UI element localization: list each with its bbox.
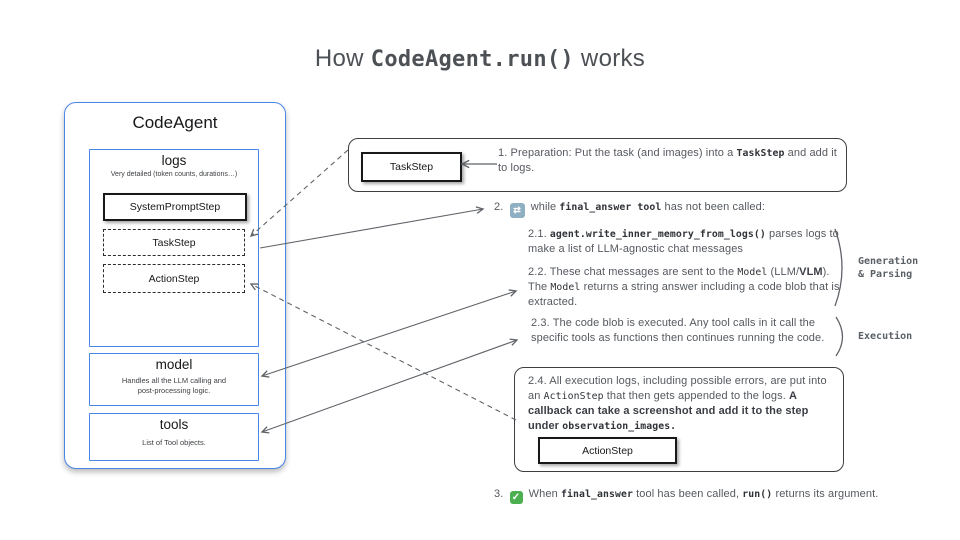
step24-actionstep-chip: ActionStep [538,437,677,464]
arrow-logs-to-step2 [259,206,485,249]
logs-step-label: TaskStep [152,236,196,249]
step3-row: 3. ✓ When final_answer tool has been cal… [494,488,878,504]
logs-subtitle: Very detailed (token counts, durations…) [110,171,238,178]
step3-number: 3. [494,488,507,500]
title-code: CodeAgent.run() [370,47,574,72]
step2-number: 2. [494,201,504,213]
step2-text-part: has not been called: [661,201,766,213]
step24-box: 2.4. All execution logs, including possi… [514,367,844,472]
step22-text-part: returns a string answer including a code… [528,281,840,308]
logs-step-systempromptstep: SystemPromptStep [103,193,247,221]
logs-box: logs Very detailed (token counts, durati… [89,149,259,347]
step24-code-actionstep: ActionStep [543,391,604,402]
step1-taskstep-chip: TaskStep [361,152,462,182]
step22-text: 2.2. These chat messages are sent to the… [528,265,843,310]
step21-text-part: parses logs to make a list of LLM-agnost… [528,228,839,255]
model-subtitle-line1: Handles all the LLM calling and [121,376,227,385]
step22-bold-part: VLM [799,266,823,278]
codeagent-panel: CodeAgent logs Very detailed (token coun… [64,102,286,469]
logs-step-actionstep: ActionStep [103,264,245,293]
step1-text-part: 1. Preparation: Put the task (and images… [498,147,737,159]
title-prefix: How [314,45,371,72]
generation-parsing-label: Generation & Parsing [858,255,918,281]
execution-label: Execution [858,330,912,343]
logs-step-label: ActionStep [148,272,200,285]
step2-row: 2. ⇄ while final_answer tool has not bee… [494,201,765,218]
step21-text-part: 2.1. [528,228,550,240]
step2-text-part: while [530,201,560,213]
step2-code: final_answer tool [559,202,662,213]
logs-step-taskstep: TaskStep [103,229,245,256]
step1-text-part: and add it to logs. [498,147,837,174]
arrow-dashed-step24-to-logs-actionstep [249,283,517,421]
codeagent-panel-title: CodeAgent [132,113,218,132]
step22-text-part: ). The [528,266,830,293]
step21-text: 2.1. agent.write_inner_memory_from_logs(… [528,227,846,257]
step3-text-part: returns its argument. [772,488,879,500]
step3-code-final-answer: final_answer [560,489,633,500]
model-subtitle-line2: post-processing logic. [137,386,211,395]
step24-code-observation-images: observation_images. [562,421,677,432]
page-title: How CodeAgent.run() works [0,45,960,73]
step23-text-part: 2.3. The code blob is executed. Any tool… [531,317,825,344]
step1-box: TaskStep 1. Preparation: Put the task (a… [348,138,847,192]
generation-label-line1: Generation [858,256,919,267]
step3-text-part: tool has been called, [632,488,743,500]
step22-text-part: (LLM/ [767,266,800,278]
step21-code: agent.write_inner_memory_from_logs() [549,229,766,240]
logs-step-label: SystemPromptStep [129,201,221,213]
step1-text: 1. Preparation: Put the task (and images… [498,146,840,176]
execution-label-text: Execution [858,331,913,342]
step3-code-run: run() [742,489,773,500]
step24-text-part: that then gets appended to the logs. [603,390,790,402]
tools-subtitle: List of Tool objects. [142,438,206,447]
step24-bold-part: A callback can take a screenshot and add… [528,390,809,432]
step1-taskstep-chip-label: TaskStep [389,161,434,173]
loop-icon: ⇄ [509,203,525,218]
step22-code-model: Model [550,282,581,293]
arrow-model-step22 [260,289,518,378]
logs-title: logs [161,153,187,168]
step23-text: 2.3. The code blob is executed. Any tool… [531,316,848,346]
step1-code: TaskStep [736,148,785,159]
step22-code-model: Model [737,267,768,278]
generation-label-line2: & Parsing [858,269,913,280]
arrow-tools-step23 [260,338,519,434]
title-suffix: works [573,45,646,72]
model-title: model [155,357,193,372]
tools-title: tools [159,417,189,432]
step24-text-part: 2.4. All execution logs, including possi… [528,375,827,402]
check-icon: ✓ [509,491,523,504]
step24-actionstep-chip-label: ActionStep [582,444,633,457]
step22-text-part: 2.2. These chat messages are sent to the [528,266,738,278]
step3-text-part: When [525,488,561,500]
tools-box: tools List of Tool objects. [89,413,259,461]
model-box: model Handles all the LLM calling and po… [89,353,259,406]
step24-text: 2.4. All execution logs, including possi… [528,374,834,434]
